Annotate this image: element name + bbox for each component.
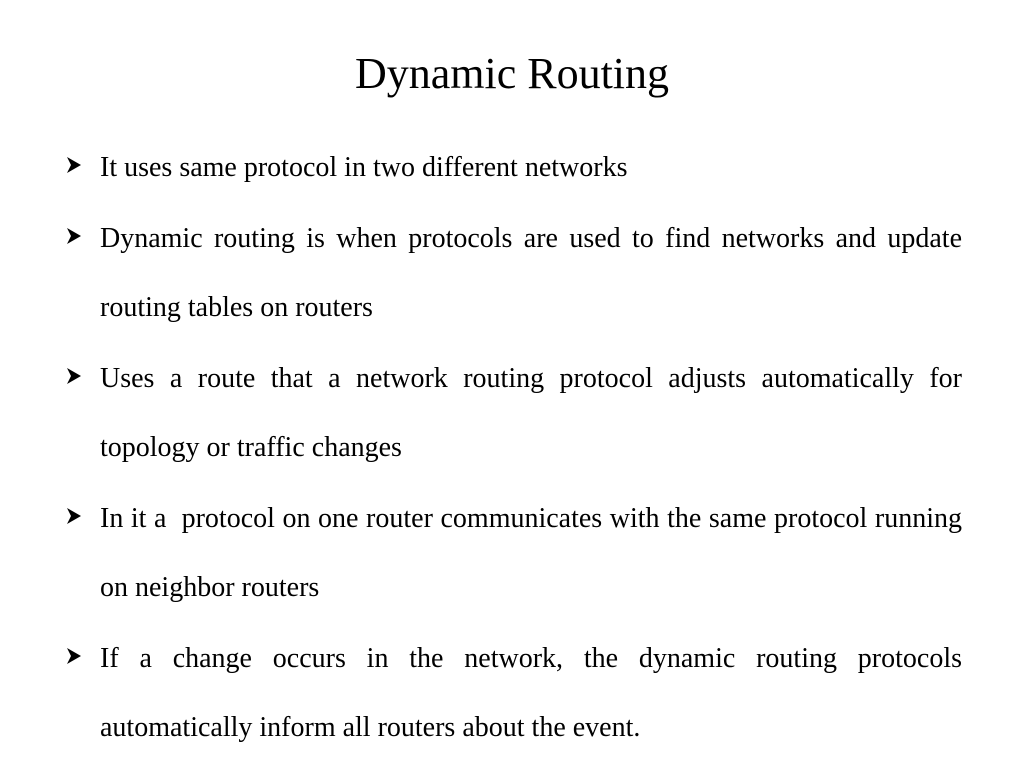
bullet-text: It uses same protocol in two different n…	[100, 152, 628, 183]
arrow-bullet-icon	[64, 484, 92, 553]
bullet-list: It uses same protocol in two different n…	[64, 133, 962, 762]
bullet-item: It uses same protocol in two different n…	[64, 133, 962, 202]
bullet-text: Uses a route that a network routing prot…	[100, 363, 962, 463]
bullet-text: If a change occurs in the network, the d…	[100, 643, 962, 743]
bullet-item: If a change occurs in the network, the d…	[64, 624, 962, 762]
slide-title: Dynamic Routing	[354, 49, 670, 98]
arrow-bullet-icon	[64, 344, 92, 413]
bullet-text: In it a protocol on one router communica…	[100, 503, 969, 603]
bullet-item: Uses a route that a network routing prot…	[64, 344, 962, 482]
arrow-bullet-icon	[64, 624, 92, 693]
arrow-bullet-icon	[64, 133, 92, 202]
bullet-item: In it a protocol on one router communica…	[64, 484, 962, 622]
bullet-text: Dynamic routing is when protocols are us…	[100, 223, 962, 323]
bullet-item: Dynamic routing is when protocols are us…	[64, 204, 962, 342]
arrow-bullet-icon	[64, 204, 92, 273]
